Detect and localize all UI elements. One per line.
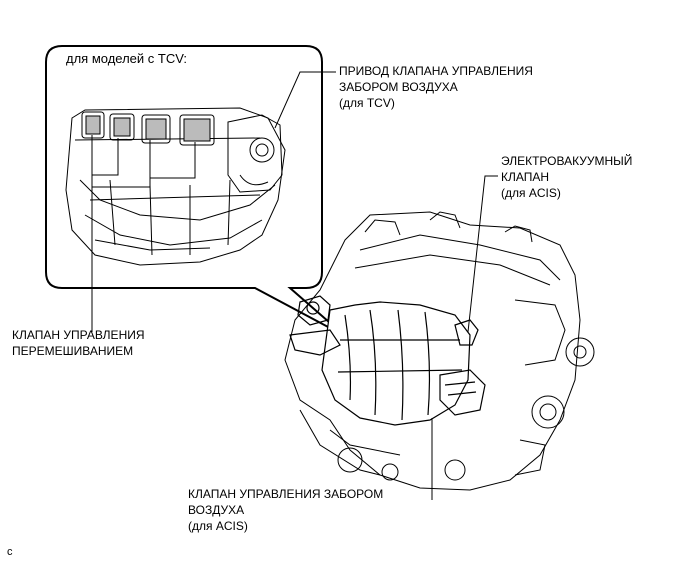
callout-vsv: ЭЛЕКТРОВАКУУМНЫЙ КЛАПАН (для ACIS) <box>501 153 632 201</box>
inset-manifold-drawing <box>65 107 286 266</box>
callout-mixing-valve-line2: ПЕРЕМЕШИВАНИЕМ <box>12 344 134 358</box>
callout-intake-valve-line3: (для ACIS) <box>188 519 248 533</box>
inset-title: для моделей с TCV: <box>66 51 188 66</box>
callout-tcv-actuator-line1: ПРИВОД КЛАПАНА УПРАВЛЕНИЯ <box>339 64 533 78</box>
callout-vsv-line1: ЭЛЕКТРОВАКУУМНЫЙ <box>501 154 633 168</box>
callout-mixing-valve: КЛАПАН УПРАВЛЕНИЯ ПЕРЕМЕШИВАНИЕМ <box>12 327 145 359</box>
callout-tcv-actuator-line2: ЗАБОРОМ ВОЗДУХА <box>339 80 458 94</box>
callout-mixing-valve-line1: КЛАПАН УПРАВЛЕНИЯ <box>12 328 145 342</box>
callout-tcv-actuator: ПРИВОД КЛАПАНА УПРАВЛЕНИЯ ЗАБОРОМ ВОЗДУХ… <box>339 63 533 111</box>
callout-intake-valve: КЛАПАН УПРАВЛЕНИЯ ЗАБОРОМ ВОЗДУХА (для A… <box>188 486 383 534</box>
leader-lines <box>91 71 498 500</box>
callout-intake-valve-line1: КЛАПАН УПРАВЛЕНИЯ ЗАБОРОМ <box>188 487 384 501</box>
callout-intake-valve-line2: ВОЗДУХА <box>188 503 245 517</box>
callout-vsv-line3: (для ACIS) <box>501 186 561 200</box>
corner-code: c <box>7 546 13 558</box>
callout-tcv-actuator-line3: (для TCV) <box>339 96 395 110</box>
intake-manifold <box>289 295 486 426</box>
engine-outline <box>284 211 595 491</box>
callout-vsv-line2: КЛАПАН <box>501 170 550 184</box>
